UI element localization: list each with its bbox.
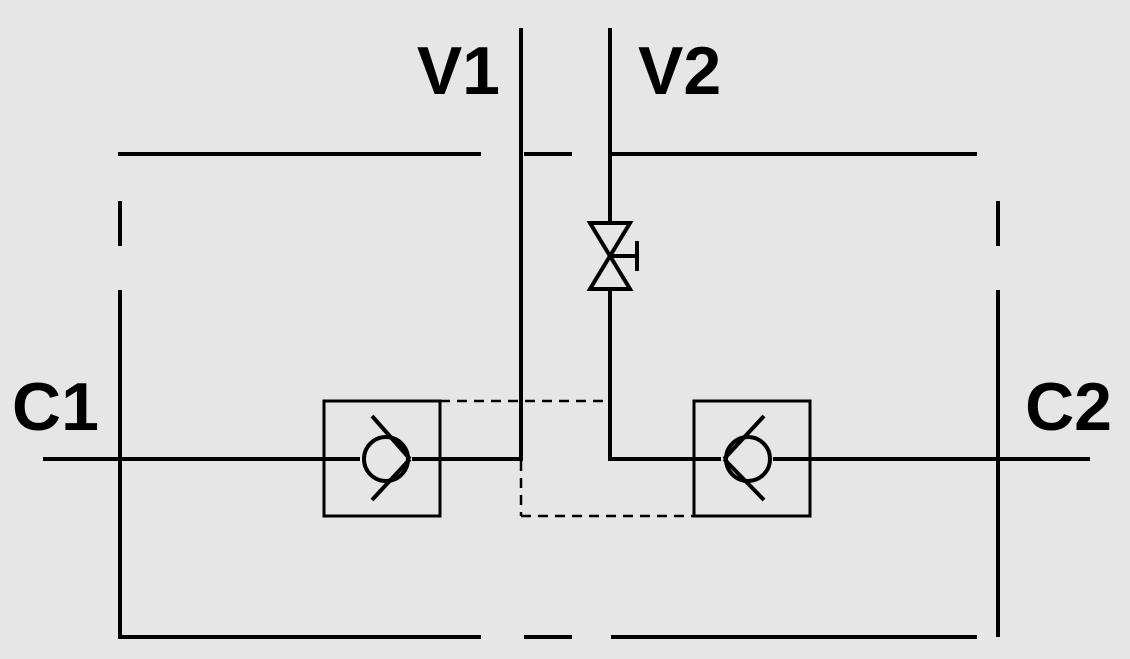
port-label-c1: C1 <box>12 369 99 445</box>
port-label-c2: C2 <box>1025 369 1112 445</box>
check-valve-right-icon <box>692 399 812 518</box>
port-label-v2: V2 <box>638 33 721 109</box>
pilot-lines <box>440 399 694 518</box>
shutoff-valve-icon <box>586 221 639 291</box>
port-label-v1: V1 <box>417 33 500 109</box>
valve-housing-outline <box>118 152 1000 639</box>
check-valve-left-icon <box>322 399 442 518</box>
